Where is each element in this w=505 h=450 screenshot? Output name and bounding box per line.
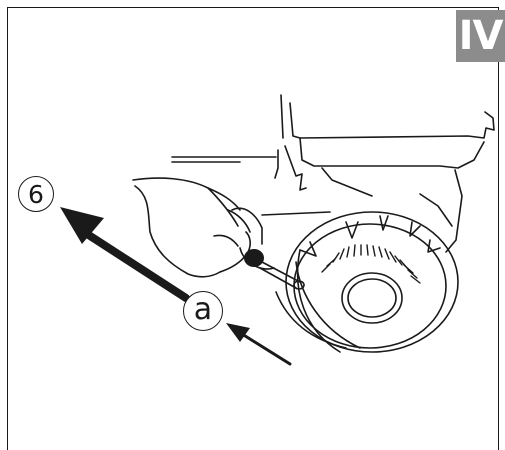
illustration-frame bbox=[7, 7, 499, 450]
engine-housing-icon bbox=[171, 94, 495, 253]
direction-arrow-icon bbox=[60, 207, 292, 366]
section-badge: IV bbox=[456, 10, 505, 62]
step-number-callout: 6 bbox=[18, 176, 54, 212]
hand-with-screwdriver-icon bbox=[132, 177, 305, 290]
part-label-callout: a bbox=[183, 291, 223, 331]
